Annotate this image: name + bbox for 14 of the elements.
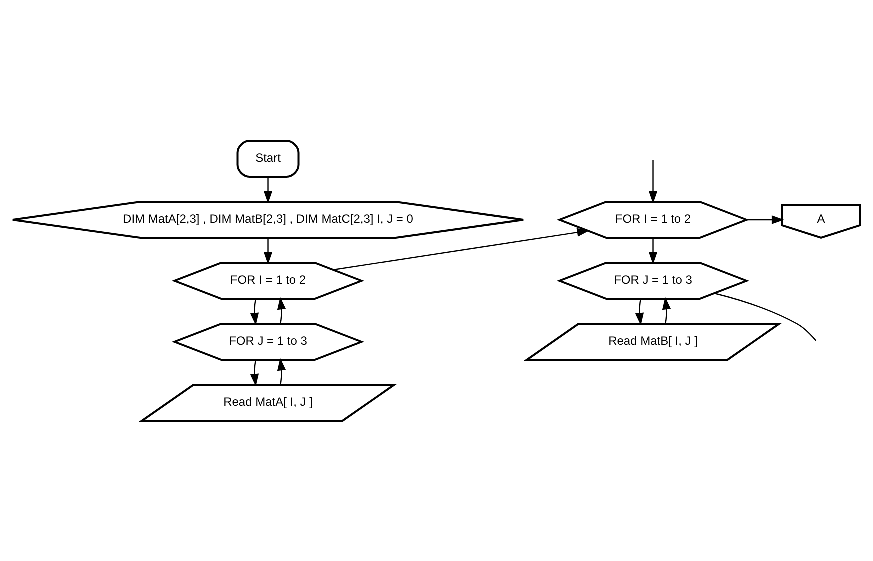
arrow — [277, 358, 286, 384]
arrow — [662, 296, 672, 324]
arrow — [250, 359, 260, 386]
arrow — [648, 160, 658, 204]
arrow — [264, 176, 273, 204]
arrow — [746, 215, 784, 224]
arrow — [264, 238, 273, 264]
node-box: Start — [236, 140, 300, 178]
connector — [714, 292, 817, 341]
arrow — [648, 238, 658, 264]
arrow — [333, 228, 590, 270]
arrow — [635, 298, 644, 326]
arrow — [250, 298, 260, 326]
arrow — [277, 296, 286, 324]
